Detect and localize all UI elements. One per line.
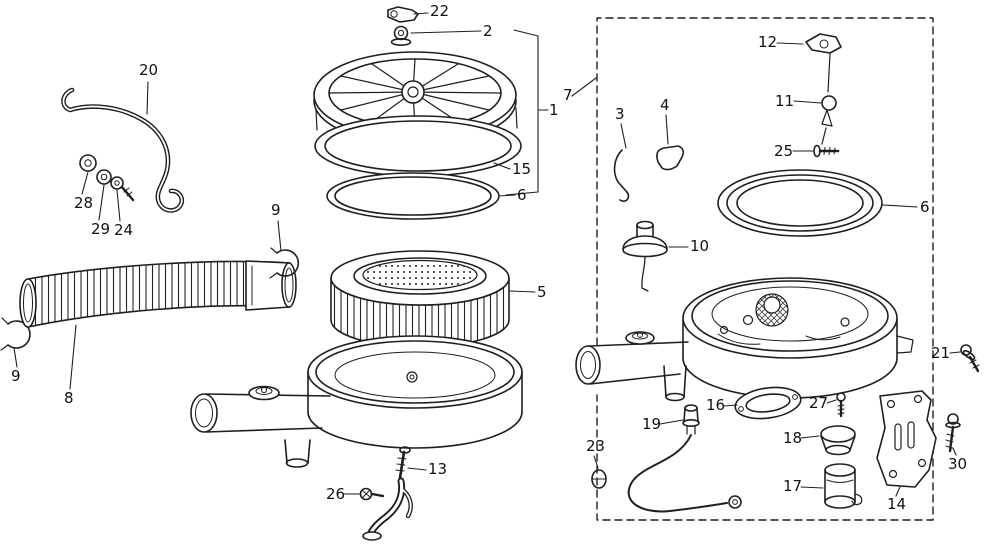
callout-1: 1 xyxy=(549,101,559,119)
callout-8: 8 xyxy=(64,389,74,407)
callout-21: 21 xyxy=(931,344,951,362)
gasket-center xyxy=(326,172,500,220)
grommet xyxy=(591,469,607,489)
gasket-right xyxy=(717,169,883,237)
callout-16: 16 xyxy=(706,396,726,414)
callout-9-left: 9 xyxy=(11,367,21,385)
callout-5: 5 xyxy=(537,283,547,301)
callout-19: 19 xyxy=(642,415,662,433)
hose-clamp-left xyxy=(0,317,31,351)
callout-11: 11 xyxy=(775,92,795,110)
callout-6-right: 6 xyxy=(920,198,930,216)
callout-7: 7 xyxy=(563,86,573,104)
air-cleaner-case xyxy=(190,335,523,468)
callout-18: 18 xyxy=(783,429,803,447)
spring-clip-3 xyxy=(613,149,630,202)
link-piece xyxy=(821,95,837,145)
bolt-bracket xyxy=(110,176,135,202)
wing-nut xyxy=(390,25,412,46)
callout-20: 20 xyxy=(139,61,159,79)
callout-14: 14 xyxy=(887,495,907,513)
washer-spring xyxy=(96,169,112,185)
hose-clamp-upper xyxy=(269,247,300,279)
callout-27: 27 xyxy=(809,394,829,412)
washer-small xyxy=(79,154,97,172)
bolt-30 xyxy=(945,413,961,453)
support-bracket xyxy=(362,446,413,541)
callout-26: 26 xyxy=(326,485,346,503)
air-cleaner-assembly xyxy=(575,277,914,402)
bolt-25 xyxy=(813,144,840,158)
callout-2: 2 xyxy=(483,22,493,40)
callout-17: 17 xyxy=(783,477,803,495)
callout-6-center: 6 xyxy=(517,186,527,204)
cover-seal-ring xyxy=(314,115,522,177)
assembly-boundary-dashed-box xyxy=(596,17,934,521)
cap-cup xyxy=(820,425,856,456)
air-duct-flange xyxy=(734,386,802,420)
callout-4: 4 xyxy=(660,96,670,114)
callout-3: 3 xyxy=(615,105,625,123)
callout-24: 24 xyxy=(114,221,134,239)
bolt-21 xyxy=(960,344,980,373)
callout-30: 30 xyxy=(948,455,968,473)
callout-22: 22 xyxy=(430,2,450,20)
callout-bracket-line xyxy=(505,29,539,196)
callout-29: 29 xyxy=(91,220,111,238)
cotter-clip xyxy=(387,6,419,23)
bolt-27 xyxy=(836,392,846,418)
callout-10: 10 xyxy=(690,237,710,255)
callout-25: 25 xyxy=(774,142,794,160)
spring-clip-4 xyxy=(656,145,685,171)
canister xyxy=(824,463,863,509)
callout-28: 28 xyxy=(74,194,94,212)
callout-12: 12 xyxy=(758,33,778,51)
corrugated-intake-hose xyxy=(19,260,297,328)
mounting-plate-bracket xyxy=(876,390,937,488)
check-valve xyxy=(622,220,668,292)
callout-13: 13 xyxy=(428,460,448,478)
callout-9-top: 9 xyxy=(271,201,281,219)
callout-15: 15 xyxy=(512,160,532,178)
callout-23: 23 xyxy=(586,437,606,455)
filter-element xyxy=(330,250,510,348)
wire-mounting-bracket xyxy=(61,87,185,213)
callout-leader-lines xyxy=(13,12,961,497)
control-lever xyxy=(805,33,842,93)
bolt-26 xyxy=(359,487,385,501)
thermo-sensor-with-harness xyxy=(627,404,742,513)
